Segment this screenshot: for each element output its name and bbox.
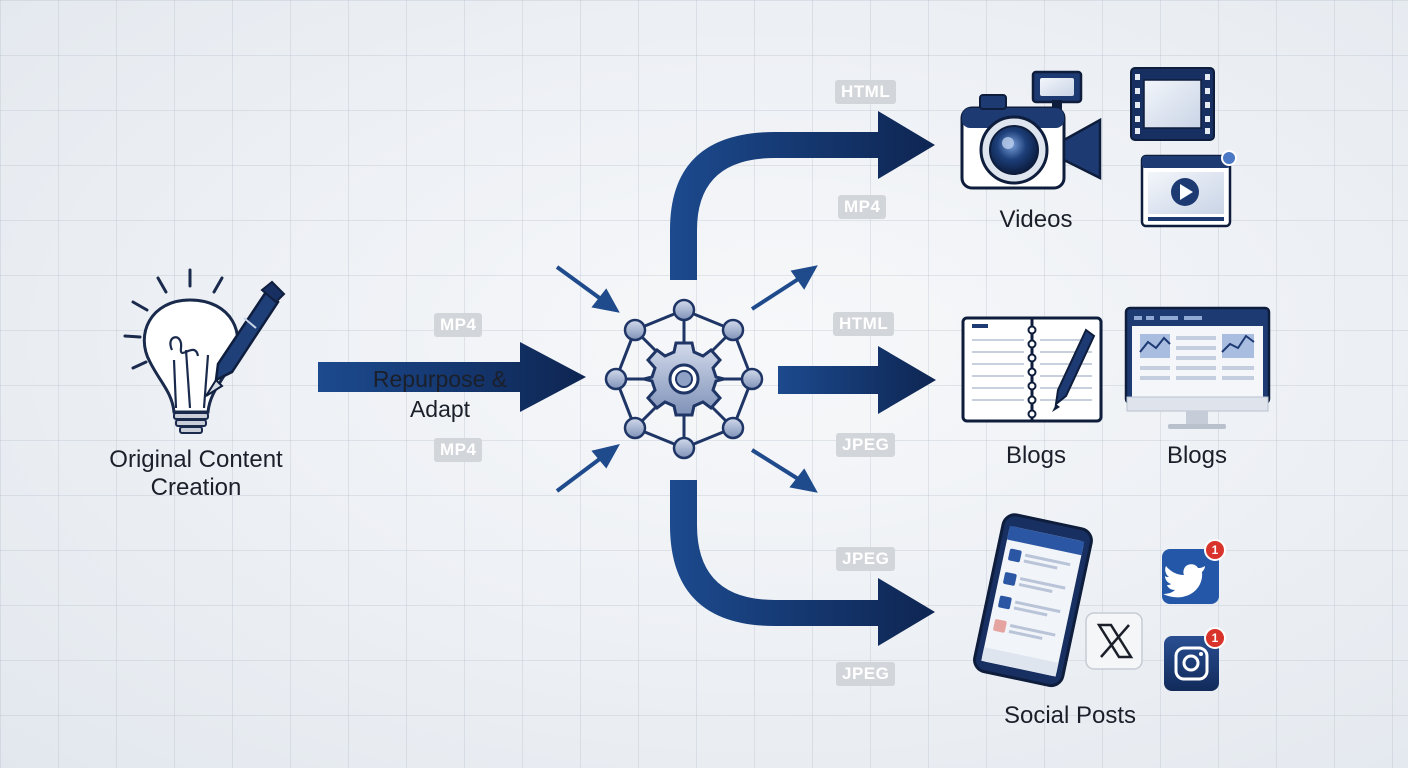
twitter-bird-icon — [1162, 549, 1219, 604]
film-strip-icon — [1130, 67, 1215, 141]
network-gear-icon — [555, 265, 818, 493]
monitor-icon — [1124, 306, 1271, 429]
video-player-icon — [1140, 150, 1237, 228]
tag-bot-upper: JPEG — [836, 547, 896, 571]
repurpose-arrow — [318, 342, 586, 412]
instagram-badge-count: 1 — [1211, 631, 1219, 645]
tag-mid-lower: JPEG — [836, 433, 896, 457]
blogs-notebook-label: Blogs — [1005, 442, 1067, 469]
notebook-icon — [961, 316, 1103, 423]
x-logo-icon — [1085, 612, 1143, 670]
tag-top-lower: MP4 — [838, 195, 887, 219]
tag-in-top: MP4 — [434, 313, 483, 337]
arrow-to-social — [670, 480, 935, 646]
tag-in-bottom: MP4 — [434, 438, 483, 462]
pen-icon — [205, 280, 286, 397]
social-label: Social Posts — [1003, 702, 1137, 729]
tag-top-upper: HTML — [835, 80, 897, 104]
videos-label: Videos — [999, 206, 1073, 233]
tag-bot-lower: JPEG — [836, 662, 896, 686]
source-label: Original Content Creation — [109, 446, 283, 501]
process-label: Repurpose & Adapt — [372, 366, 508, 422]
instagram-icon — [1164, 636, 1219, 691]
lightbulb-icon — [123, 268, 240, 434]
twitter-notification-badge — [1204, 539, 1226, 561]
smartphone-icon — [973, 513, 1093, 688]
arrow-to-videos — [670, 111, 935, 280]
instagram-notification-badge — [1204, 627, 1226, 649]
twitter-badge-count: 1 — [1211, 543, 1219, 557]
camera-icon — [960, 70, 1102, 190]
tag-mid-upper: HTML — [833, 312, 895, 336]
arrow-to-blogs — [778, 346, 936, 414]
blogs-monitor-label: Blogs — [1166, 442, 1228, 469]
